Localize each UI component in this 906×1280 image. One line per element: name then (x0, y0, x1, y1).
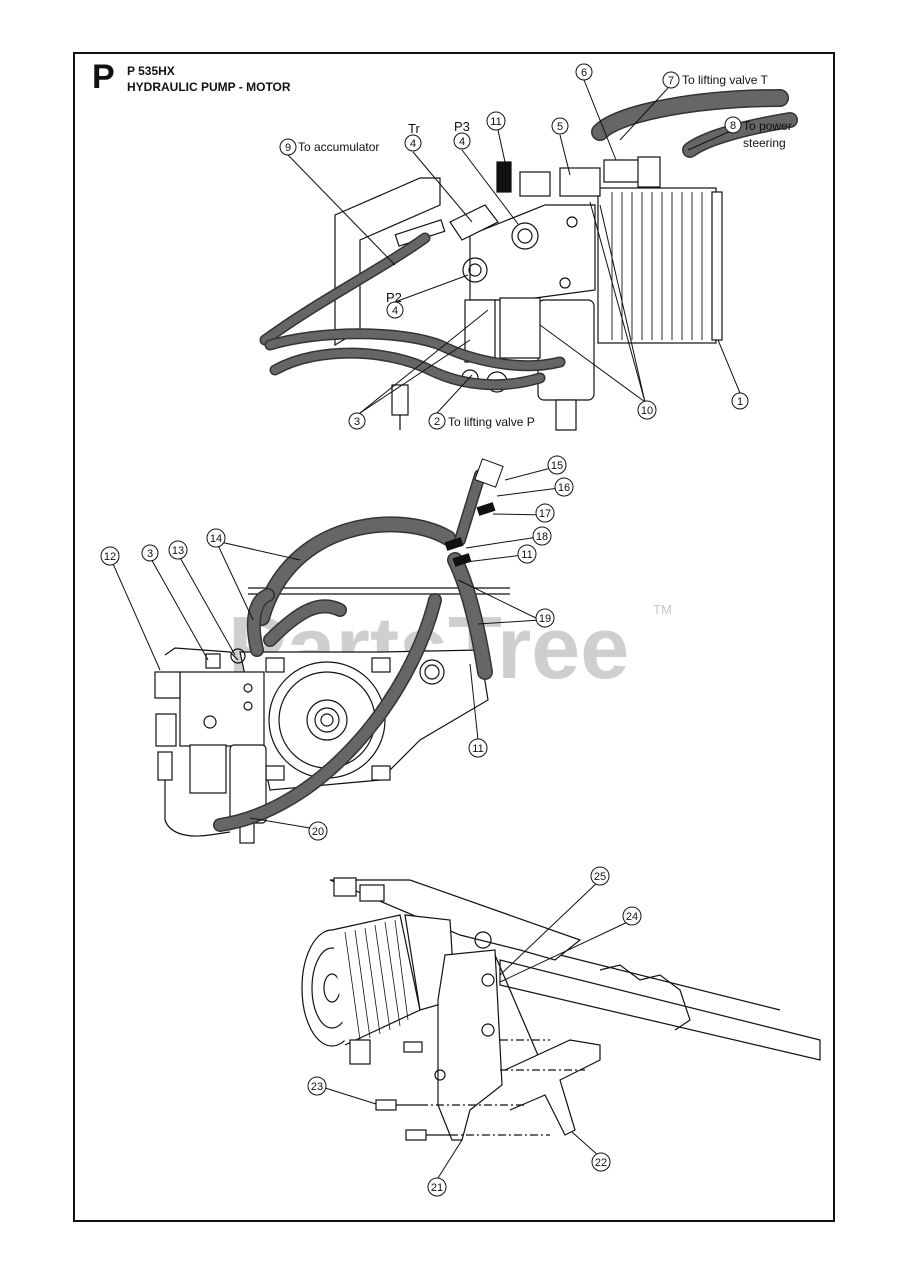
middle-hoses (213, 469, 493, 832)
callout-20: 20 (308, 821, 328, 841)
svg-text:11: 11 (521, 549, 532, 561)
callout-22: 22 (591, 1152, 611, 1172)
svg-text:15: 15 (551, 460, 563, 472)
svg-text:19: 19 (539, 613, 551, 625)
callouts: 1 2 3 4 4 4 5 6 7 8 9 10 11 11 11 12 3 1… (100, 63, 749, 1197)
svg-text:16: 16 (558, 482, 570, 494)
svg-text:9: 9 (285, 142, 291, 154)
callout-21: 21 (427, 1177, 447, 1197)
callout-17: 17 (535, 503, 555, 523)
callout-5: 5 (551, 117, 569, 135)
callout-4-tr: 4 (404, 134, 422, 152)
svg-text:17: 17 (539, 508, 551, 520)
svg-text:25: 25 (594, 871, 606, 883)
svg-text:5: 5 (557, 121, 563, 133)
callout-2: 2 (428, 412, 446, 430)
section-letter: P (92, 58, 115, 96)
svg-text:4: 4 (459, 136, 465, 148)
page-title: HYDRAULIC PUMP - MOTOR (127, 80, 291, 94)
callout-11-low: 11 (468, 738, 488, 758)
svg-text:2: 2 (434, 416, 440, 428)
svg-text:11: 11 (472, 743, 483, 755)
page-frame (73, 52, 835, 1222)
label-p3: P3 (454, 119, 470, 134)
bottom-assembly (301, 877, 821, 1141)
callout-19: 19 (535, 608, 555, 628)
svg-text:8: 8 (730, 120, 736, 132)
callout-7: 7 (662, 71, 680, 89)
svg-text:20: 20 (312, 826, 324, 838)
svg-text:10: 10 (641, 405, 653, 417)
callout-6: 6 (575, 63, 593, 81)
svg-text:21: 21 (431, 1182, 443, 1194)
svg-text:12: 12 (104, 551, 116, 563)
svg-text:13: 13 (172, 545, 184, 557)
callout-11-mid: 11 (517, 544, 537, 564)
callout-4-p2: 4 (386, 301, 404, 319)
svg-text:6: 6 (581, 67, 587, 79)
callout-3-mid: 3 (141, 544, 159, 562)
callout-12: 12 (100, 546, 120, 566)
svg-text:14: 14 (210, 533, 222, 545)
callout-11-top: 11 (486, 111, 506, 131)
callout-8: 8 (724, 116, 742, 134)
svg-text:4: 4 (392, 305, 398, 317)
svg-text:23: 23 (311, 1081, 323, 1093)
callout-15: 15 (547, 455, 567, 475)
callout-9: 9 (279, 138, 297, 156)
callout-23: 23 (307, 1076, 327, 1096)
svg-text:3: 3 (354, 416, 360, 428)
callout-24: 24 (622, 906, 642, 926)
label-to-power-steering-1: To power (743, 119, 792, 133)
svg-text:24: 24 (626, 911, 638, 923)
label-to-lifting-valve-t: To lifting valve T (682, 73, 768, 87)
callout-18: 18 (532, 526, 552, 546)
callout-14: 14 (206, 528, 226, 548)
callout-25: 25 (590, 866, 610, 886)
svg-text:4: 4 (410, 138, 416, 150)
svg-text:11: 11 (490, 116, 501, 128)
callout-13: 13 (168, 540, 188, 560)
svg-text:18: 18 (536, 531, 548, 543)
callout-16: 16 (554, 477, 574, 497)
annotations: To lifting valve T To power steering To … (298, 73, 792, 429)
label-to-accumulator: To accumulator (298, 140, 379, 154)
label-to-power-steering-2: steering (743, 136, 786, 150)
svg-text:22: 22 (595, 1157, 607, 1169)
watermark-tm: TM (653, 602, 672, 617)
svg-text:3: 3 (147, 548, 153, 560)
label-tr: Tr (408, 121, 420, 136)
top-assembly (334, 156, 723, 431)
callout-10: 10 (637, 400, 657, 420)
middle-clamps (444, 458, 504, 567)
label-p2: P2 (386, 290, 402, 305)
label-to-lifting-valve-p: To lifting valve P (448, 415, 535, 429)
model-number: P 535HX (127, 64, 175, 78)
callout-3: 3 (348, 412, 366, 430)
svg-text:1: 1 (737, 396, 743, 408)
svg-text:7: 7 (668, 75, 674, 87)
callout-1: 1 (731, 392, 749, 410)
callout-4-p3: 4 (453, 132, 471, 150)
